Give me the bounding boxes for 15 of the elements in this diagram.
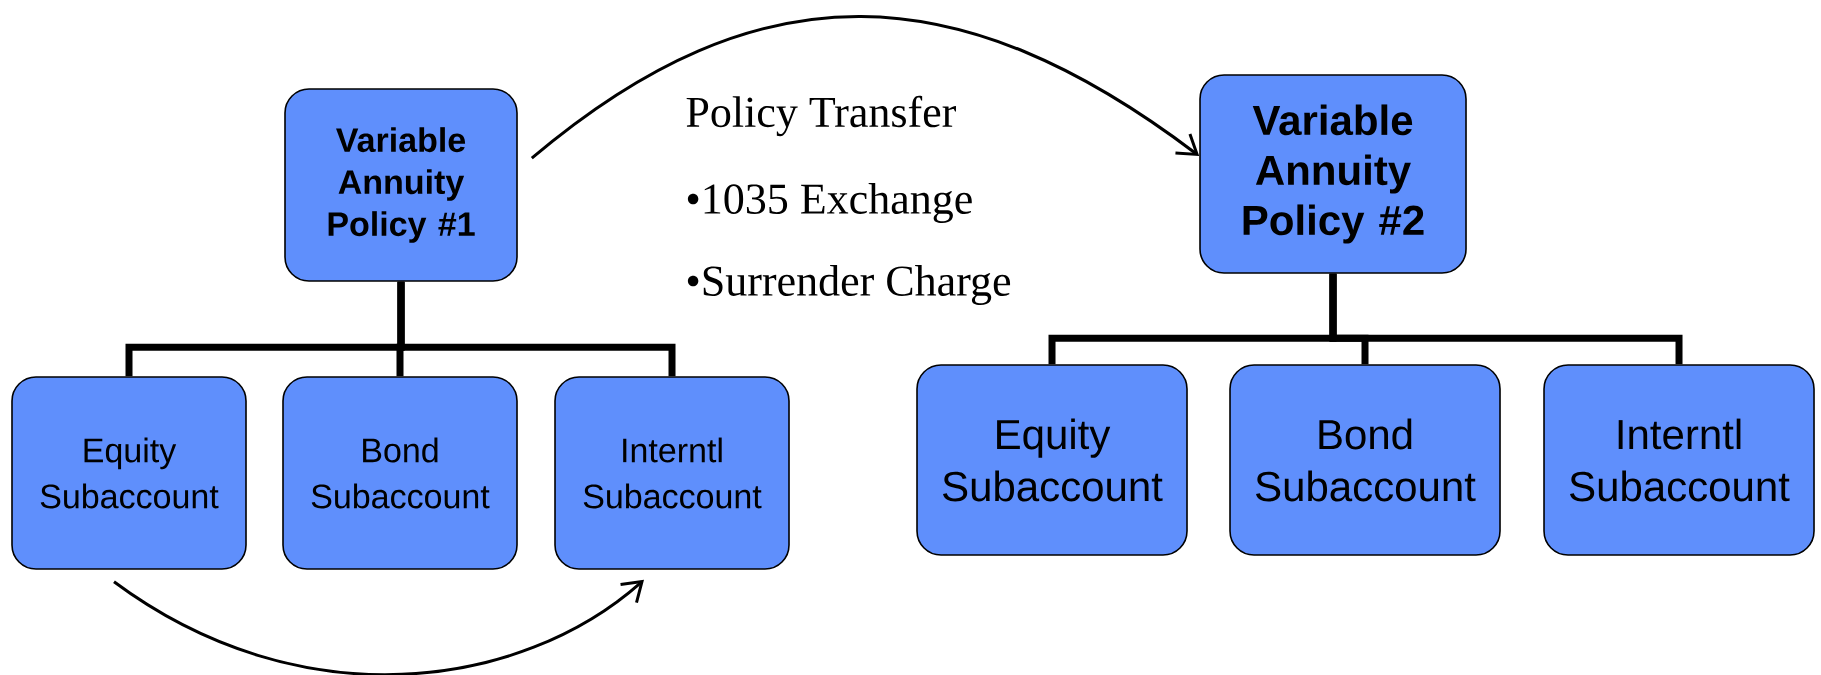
curved-arrow — [113, 579, 644, 675]
subaccount-box: Equity Subaccount — [916, 364, 1188, 556]
subaccount-box: Bond Subaccount — [1229, 364, 1501, 556]
note-text: •Surrender Charge — [687, 265, 1011, 306]
tree-connector — [397, 281, 676, 377]
note-text: •1035 Exchange — [687, 183, 972, 224]
subaccount-box: Bond Subaccount — [282, 376, 518, 570]
policy-box: Variable Annuity Policy #1 — [284, 88, 518, 282]
subaccount-box: Interntl Subaccount — [554, 376, 790, 570]
tree-connector — [1329, 273, 1683, 365]
subaccount-box: Interntl Subaccount — [1543, 364, 1815, 556]
note-text: Policy Transfer — [686, 95, 956, 137]
curved-arrow — [530, 15, 1200, 160]
policy-box: Variable Annuity Policy #2 — [1199, 74, 1467, 274]
subaccount-box: Equity Subaccount — [11, 376, 247, 570]
